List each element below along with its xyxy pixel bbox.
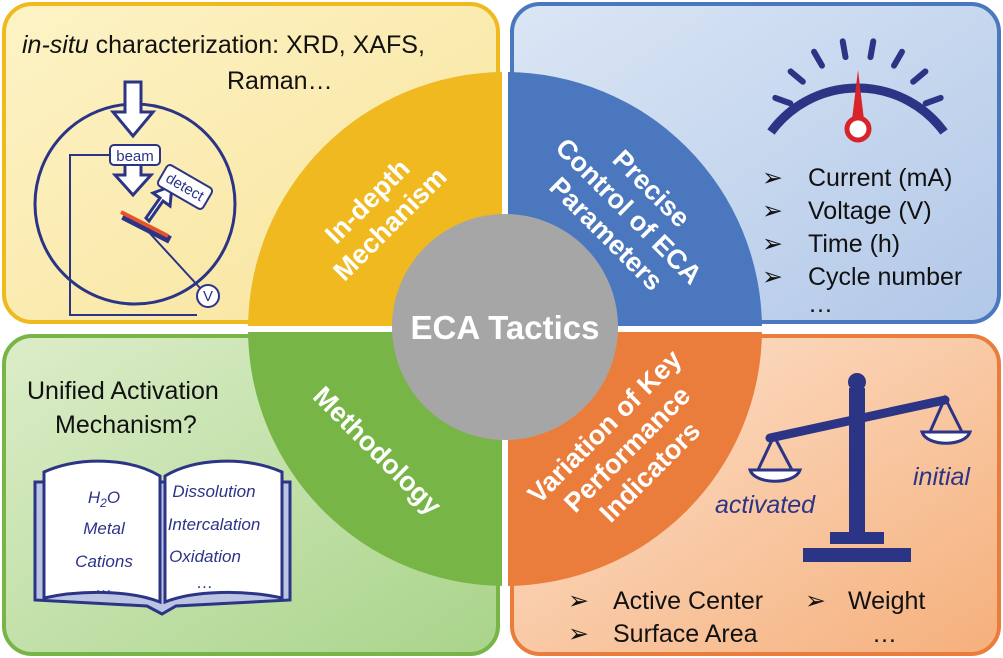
svg-text:➢: ➢ (762, 197, 783, 225)
gauge-tick (772, 94, 794, 107)
book-right-page (163, 459, 284, 605)
tl-heading-rest: characterization: XRD, XAFS, (89, 31, 425, 59)
scale-pillar (849, 388, 865, 542)
voltmeter-label: V (203, 288, 213, 305)
bl-question-line1: Unified Activation (27, 377, 219, 405)
beam-label: beam (116, 148, 154, 165)
tl-heading-line2: Raman… (227, 67, 333, 95)
gauge-tick (910, 68, 929, 85)
circuit-line (69, 154, 197, 316)
svg-text:➢: ➢ (805, 587, 826, 615)
tr-bullet-list: ➢ Current (mA) ➢ Voltage (V) ➢ Time (h) … (762, 164, 962, 318)
gauge-tick (891, 48, 905, 69)
detect-label-box (156, 164, 214, 210)
bl-question-line2: Mechanism? (55, 411, 197, 439)
gauge-tick (922, 94, 944, 107)
left-pan (747, 468, 803, 483)
br-bullet-2: Surface Area (613, 620, 758, 648)
gauge-tick (867, 38, 877, 61)
tr-bullet-1: Current (mA) (808, 164, 952, 192)
tr-bullet-2: Voltage (V) (808, 197, 932, 225)
br-bullet-1: Active Center (613, 587, 763, 615)
book-left-3: Cations (75, 552, 133, 571)
gauge-tick (787, 68, 806, 85)
book-left-4: … (96, 577, 113, 596)
sample-wire (144, 227, 201, 289)
tl-heading-line1: in-situ characterization: XRD, XAFS, (22, 31, 425, 59)
svg-text:➢: ➢ (568, 620, 589, 648)
right-pan-strings (928, 394, 964, 434)
tr-bullet-4: Cycle number (808, 263, 962, 291)
open-book-icon (33, 459, 292, 616)
center-circle (392, 214, 618, 440)
br-bullet-list: ➢ Active Center ➢ Surface Area ➢ Weight … (568, 587, 925, 648)
gauge-needle (851, 70, 865, 128)
svg-text:➢: ➢ (762, 230, 783, 258)
book-right-4: … (197, 573, 214, 592)
br-ellipsis: … (872, 620, 897, 648)
book-right-words: Dissolution Intercalation Oxidation … (168, 482, 261, 592)
book-left-1: H2O (88, 488, 120, 510)
beam-arrow-upper (109, 80, 157, 139)
ring: ECA Tactics (248, 72, 762, 586)
diffracted-arrow (144, 183, 174, 224)
gauge-hub (844, 115, 872, 143)
gauge-ticks (772, 38, 944, 107)
insitu-setup-illustration (33, 80, 237, 316)
br-bullet-3: Weight (848, 587, 925, 615)
svg-text:➢: ➢ (762, 263, 783, 291)
tr-bullet-3: Time (h) (808, 230, 900, 258)
book-right-1: Dissolution (172, 482, 255, 501)
tl-heading-italic: in-situ (22, 31, 89, 59)
gauge-tick (839, 38, 849, 61)
voltmeter-circle (196, 284, 220, 308)
balance-scale-icon (747, 373, 973, 562)
left-pan-strings (756, 432, 794, 472)
svg-text:➢: ➢ (568, 587, 589, 615)
tr-ellipsis: … (808, 290, 833, 318)
right-pan (919, 430, 973, 445)
book-left-2: Metal (83, 519, 126, 538)
book-left-page (42, 459, 162, 605)
scale-base (803, 548, 911, 562)
scale-base-top (830, 532, 884, 544)
center-label: ECA Tactics (411, 309, 600, 346)
sample-substrate (121, 212, 172, 244)
sample-layer (120, 210, 169, 238)
book-left-words: H2O Metal Cations … (75, 488, 133, 596)
scale-top-knob (848, 373, 866, 391)
book-right-2: Intercalation (168, 515, 261, 534)
book-right-3: Oxidation (169, 547, 241, 566)
svg-text:➢: ➢ (762, 164, 783, 192)
gauge-tick (811, 48, 825, 69)
gauge-icon (767, 38, 948, 143)
label-initial: initial (913, 463, 971, 491)
label-activated: activated (715, 491, 816, 519)
